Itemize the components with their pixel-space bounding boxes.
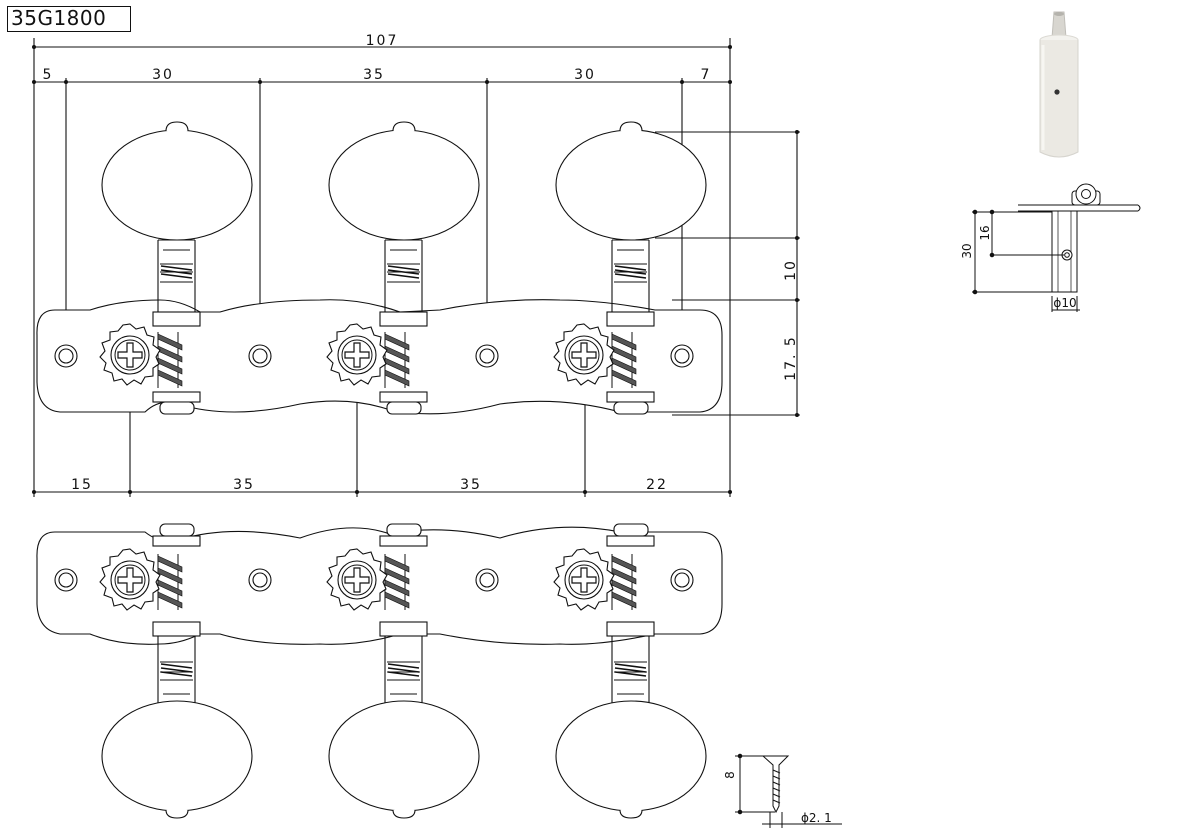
dim-top-4: 30 xyxy=(574,67,596,83)
dim-overall-width: 107 xyxy=(366,33,399,49)
model-number-label: 35G1800 xyxy=(7,6,131,32)
dim-top-1: 5 xyxy=(43,67,54,83)
dim-height-17-5: 17. 5 xyxy=(783,335,799,381)
screw-length-dim: 8 xyxy=(723,771,737,779)
dim-bottom-2: 35 xyxy=(233,477,255,493)
dim-top-5: 7 xyxy=(701,67,712,83)
bushing-dim-16: 16 xyxy=(978,225,992,240)
mounting-holes xyxy=(54,344,694,368)
dim-bottom-1: 15 xyxy=(71,477,93,493)
bushing-dim-30: 30 xyxy=(960,243,974,258)
bottom-view xyxy=(36,523,723,819)
tuner-unit-bottom xyxy=(326,523,480,819)
bushing-image xyxy=(1039,11,1079,158)
bushing-diameter-dim: ϕ10 xyxy=(1053,296,1076,310)
tuner-unit xyxy=(99,121,253,415)
mounting-holes-bottom xyxy=(54,568,694,592)
dim-bottom-3: 35 xyxy=(460,477,482,493)
tuner-unit xyxy=(326,121,480,415)
top-view xyxy=(32,38,800,497)
dim-top-3: 35 xyxy=(363,67,385,83)
dim-bottom-4: 22 xyxy=(646,477,668,493)
tuner-unit-bottom xyxy=(553,523,707,819)
dim-top-2: 30 xyxy=(152,67,174,83)
screw-diameter-dim: ϕ2. 1 xyxy=(801,811,832,825)
screw-detail xyxy=(735,753,842,828)
tuner-unit-bottom xyxy=(99,523,253,819)
tuner-unit xyxy=(553,121,707,415)
dim-height-10: 10 xyxy=(783,259,799,281)
bushing-section xyxy=(972,183,1141,312)
